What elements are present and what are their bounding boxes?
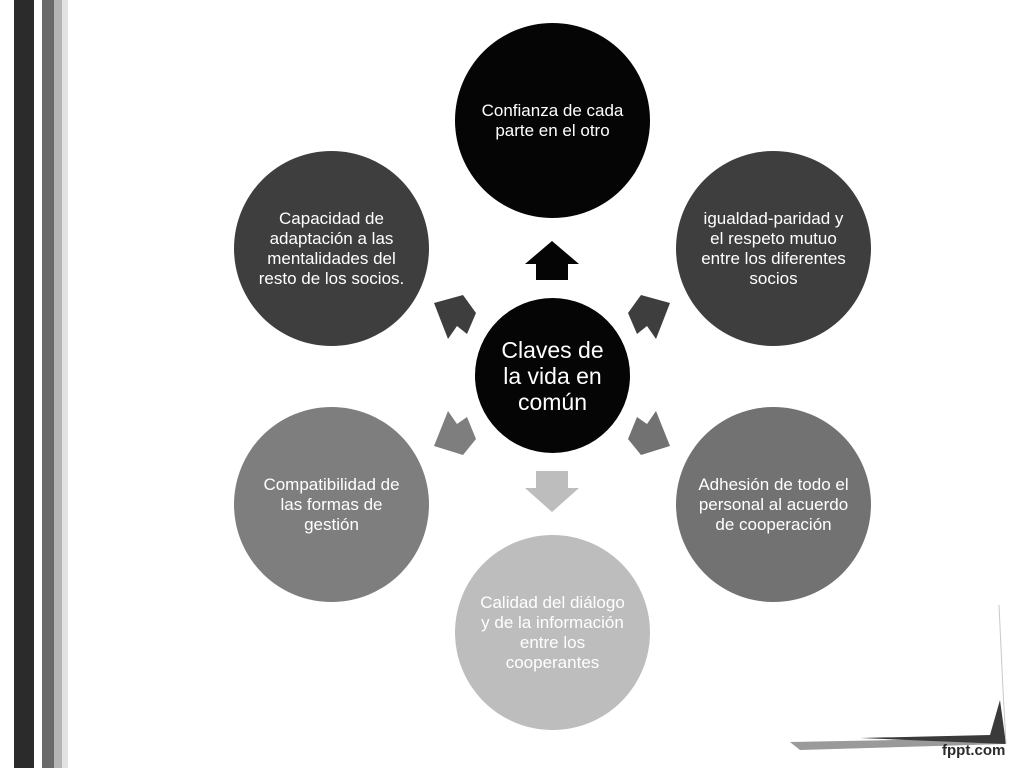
node-calidad-label: Calidad del diálogo y de la información … [480,592,625,672]
decorative-stripe-white [0,0,14,768]
arrow-down-icon [525,471,579,512]
center-node-label: Claves de la vida en común [501,336,604,415]
node-igualdad-label: igualdad-paridad y el respeto mutuo entr… [701,208,846,288]
page-curl-edge [860,700,1006,744]
page-curl-border [998,604,1007,745]
arrow-upper-left-icon [434,295,476,339]
node-confianza-label: Confianza de cada parte en el otro [481,100,624,140]
center-node: Claves de la vida en común [475,298,630,453]
node-igualdad: igualdad-paridad y el respeto mutuo entr… [676,151,871,346]
arrow-lower-right-icon [628,411,670,455]
decorative-stripe-gap [34,0,42,768]
decorative-stripe-lightest [62,0,68,768]
node-calidad: Calidad del diálogo y de la información … [455,535,650,730]
node-capacidad: Capacidad de adaptación a las mentalidad… [234,151,429,346]
decorative-stripe-dark [14,0,34,768]
node-adhesion-label: Adhesión de todo el personal al acuerdo … [698,474,849,534]
decorative-stripe-light [54,0,62,768]
node-compatibilidad-label: Compatibilidad de las formas de gestión [263,474,400,534]
node-compatibilidad: Compatibilidad de las formas de gestión [234,407,429,602]
decorative-stripe-mid [42,0,54,768]
brand-logo-text: fppt.com [942,742,1006,759]
arrow-lower-left-icon [434,411,476,455]
arrow-up-icon [525,241,579,280]
arrow-upper-right-icon [628,295,670,339]
node-adhesion: Adhesión de todo el personal al acuerdo … [676,407,871,602]
node-confianza: Confianza de cada parte en el otro [455,23,650,218]
node-capacidad-label: Capacidad de adaptación a las mentalidad… [258,208,405,288]
